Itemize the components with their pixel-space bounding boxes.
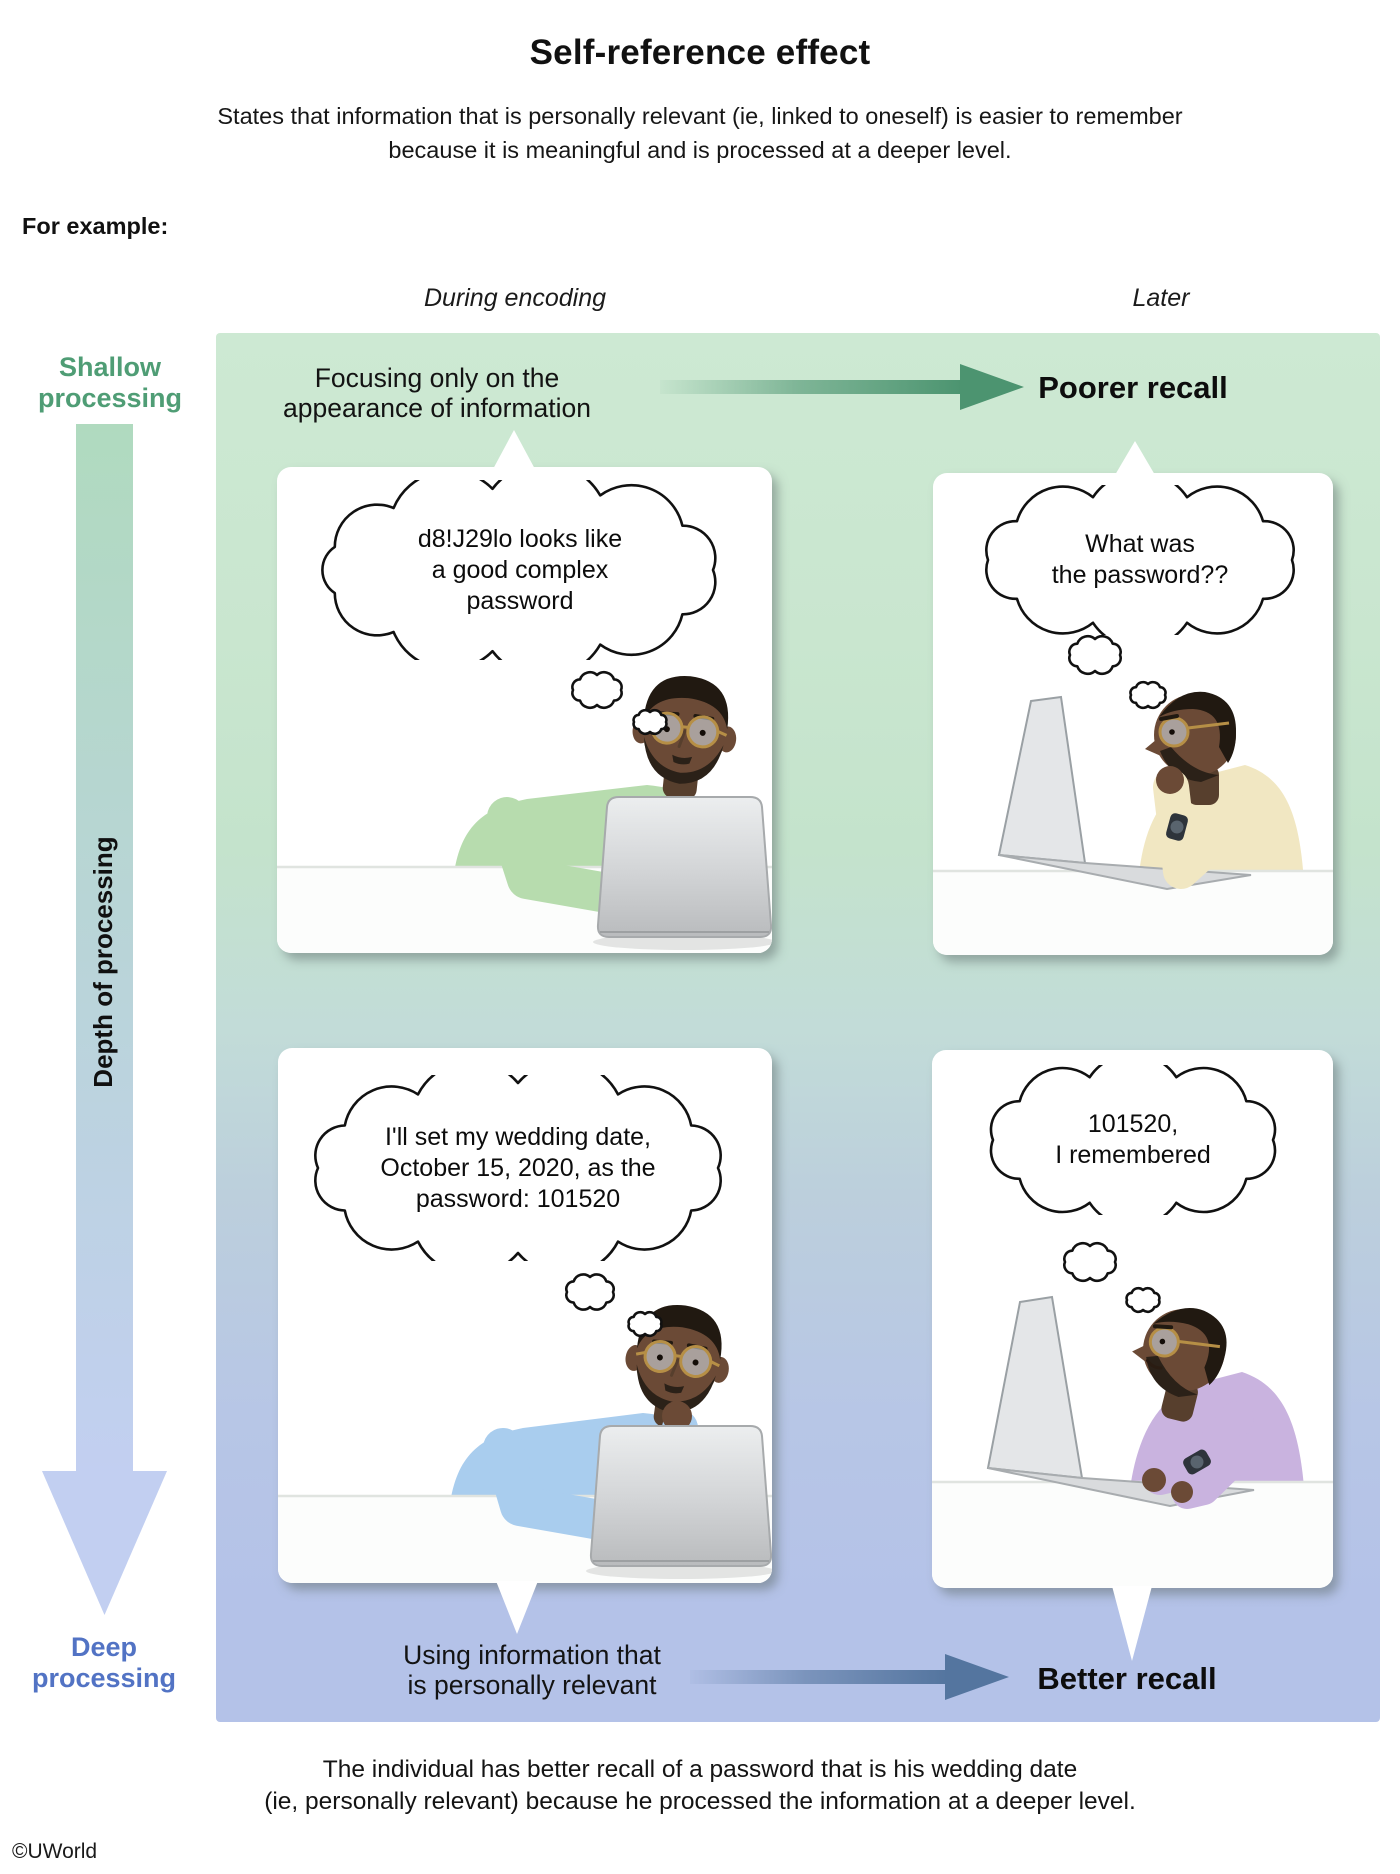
card-shallow-later xyxy=(933,473,1333,955)
deep-processing-label: Deep processing xyxy=(31,1632,177,1693)
thought-bubble-deep-encoding: I'll set my wedding date, October 15, 20… xyxy=(300,1075,736,1261)
thought-trail-clouds-icon xyxy=(571,670,668,736)
thought-bubble-text: What was the password?? xyxy=(1051,530,1229,589)
card-deep-encoding xyxy=(278,1048,772,1583)
man-green-sweater-laptop-illustration xyxy=(277,676,772,953)
depth-axis-arrow xyxy=(42,424,167,1615)
thought-bubble-text: d8!J29lo looks like a good complex passw… xyxy=(417,524,623,615)
deep-encoding-caption: Using information that is personally rel… xyxy=(403,1640,661,1700)
card-deep-later xyxy=(932,1050,1333,1588)
callout-triangle-up-left xyxy=(492,430,536,471)
shallow-encoding-caption: Focusing only on the appearance of infor… xyxy=(283,363,591,423)
definition-line-2: because it is meaningful and is processe… xyxy=(388,137,1012,163)
copyright-label: ©UWorld xyxy=(12,1840,98,1863)
thought-trail-clouds-icon xyxy=(1063,1241,1161,1314)
callout-triangle-down-right xyxy=(1112,1586,1152,1661)
footer-caption-line-1: The individual has better recall of a pa… xyxy=(322,1756,1078,1783)
column-header-during-encoding: During encoding xyxy=(423,284,607,312)
page-title: Self-reference effect xyxy=(529,33,871,72)
callout-triangle-up-right xyxy=(1115,441,1155,475)
callout-triangle-down-left xyxy=(496,1581,538,1634)
man-blue-sweater-thinking-illustration xyxy=(278,1305,772,1583)
thought-bubble-text: I'll set my wedding date, October 15, 20… xyxy=(380,1122,656,1213)
depth-of-processing-label: Depth of processing xyxy=(88,836,118,1088)
thought-bubble-text: 101520, I remembered xyxy=(1055,1110,1211,1169)
thought-cloud-icon xyxy=(989,1065,1277,1215)
thought-bubble-deep-later: 101520, I remembered xyxy=(980,1065,1286,1215)
shallow-processing-label: Shallow processing xyxy=(37,352,183,413)
thought-bubble-shallow-later: What was the password?? xyxy=(975,485,1305,635)
better-recall-label: Better recall xyxy=(1037,1661,1217,1696)
definition-line-1: States that information that is personal… xyxy=(217,103,1183,129)
man-purple-sweater-typing-illustration xyxy=(932,1295,1333,1588)
example-label: For example: xyxy=(22,213,169,239)
thought-trail-clouds-icon xyxy=(1068,634,1167,710)
poorer-recall-label: Poorer recall xyxy=(1038,370,1228,405)
thought-cloud-icon xyxy=(985,485,1295,635)
thought-cloud-icon xyxy=(314,1075,722,1261)
thought-trail-clouds-icon xyxy=(565,1273,663,1338)
man-yellow-sweater-thinking-illustration xyxy=(933,691,1333,955)
footer-caption-line-2: (ie, personally relevant) because he pro… xyxy=(264,1788,1136,1815)
deep-result-arrow-icon xyxy=(690,1654,1009,1700)
definition-text: States that information that is personal… xyxy=(0,99,1400,167)
thought-bubble-shallow-encoding: d8!J29lo looks like a good complex passw… xyxy=(310,480,730,660)
shallow-result-arrow-icon xyxy=(660,364,1024,410)
column-header-later: Later xyxy=(1132,284,1190,312)
thought-cloud-icon xyxy=(321,480,717,660)
